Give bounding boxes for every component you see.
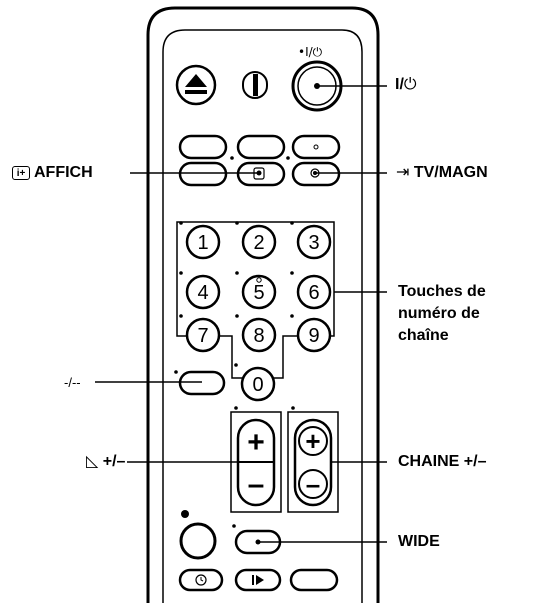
tv-magn-label: ⇥ TV/MAGN xyxy=(396,163,488,183)
digit-label: 8 xyxy=(253,325,264,347)
digit-button-2[interactable] xyxy=(241,224,277,260)
chaine-plus-symbol: + xyxy=(305,426,320,456)
oval-button-1[interactable] xyxy=(178,134,228,160)
volume-minus-symbol: – xyxy=(248,468,265,501)
digit-label: 3 xyxy=(308,232,319,254)
input-switch-icon: ⇥ xyxy=(396,164,410,181)
remote-inner-panel xyxy=(162,29,363,603)
record-button[interactable] xyxy=(179,522,217,560)
oval-button-2[interactable] xyxy=(236,134,286,160)
digit-button-7[interactable] xyxy=(185,317,221,353)
digit-button-0[interactable] xyxy=(240,366,276,402)
digit-label: 7 xyxy=(197,325,208,347)
digit-buttons: 1 2 3 4 5 6 7 8 9 0 xyxy=(179,221,332,402)
digit-label: 5 xyxy=(253,282,264,304)
indicator-dot xyxy=(179,314,183,318)
indicator-dot xyxy=(235,314,239,318)
digit-button-4[interactable] xyxy=(185,274,221,310)
dash-label: -/-- xyxy=(64,375,81,390)
oval-button-3[interactable] xyxy=(291,134,341,160)
digit-button-9[interactable] xyxy=(296,317,332,353)
touches-label: Touches de numéro de chaîne xyxy=(398,283,486,344)
digit-label: 2 xyxy=(253,232,264,254)
affich-button[interactable] xyxy=(236,161,286,187)
digit-button-3[interactable] xyxy=(296,224,332,260)
remote-body xyxy=(146,6,380,603)
wide-label: WIDE xyxy=(398,533,440,550)
chaine-label: CHAINE +/– xyxy=(398,453,487,470)
volume-icon: ◺ xyxy=(86,453,99,470)
oval-button-4[interactable] xyxy=(178,161,228,187)
bottom-oval-button[interactable] xyxy=(289,568,339,592)
indicator-dot xyxy=(234,363,238,367)
tv-magn-button[interactable] xyxy=(291,161,341,187)
digit-label: 4 xyxy=(197,282,208,304)
tv-magn-label-text: TV/MAGN xyxy=(413,164,488,181)
digit-button-8[interactable] xyxy=(241,317,277,353)
digit-label: 1 xyxy=(197,232,208,254)
digit-button-6[interactable] xyxy=(296,274,332,310)
leader-lines xyxy=(95,85,387,543)
digit-label: 0 xyxy=(252,374,263,396)
play-button[interactable] xyxy=(234,568,282,592)
indicator-dot xyxy=(290,314,294,318)
digit-button-5[interactable] xyxy=(241,274,277,310)
indicator-dot xyxy=(235,221,239,225)
volume-label-text: +/– xyxy=(102,453,126,470)
volume-plus-symbol: + xyxy=(247,426,265,459)
indicator-dot xyxy=(179,221,183,225)
chaine-rocker[interactable] xyxy=(293,418,333,507)
indicator-dot xyxy=(235,271,239,275)
volume-rocker[interactable] xyxy=(236,418,276,507)
indicator-dot xyxy=(290,271,294,275)
volume-label: ◺ +/– xyxy=(86,452,125,472)
digit-label: 6 xyxy=(308,282,319,304)
dash-button[interactable] xyxy=(178,370,226,396)
indicator-dot xyxy=(179,271,183,275)
digit-label: 9 xyxy=(308,325,319,347)
switch-button[interactable] xyxy=(242,71,268,99)
power-label: I/⏻ xyxy=(395,75,417,95)
affich-label: i+ AFFICH xyxy=(12,163,93,183)
timer-button[interactable] xyxy=(178,568,224,592)
chaine-minus-symbol: – xyxy=(306,469,320,499)
eject-button[interactable] xyxy=(175,64,217,106)
affich-label-text: AFFICH xyxy=(34,164,93,181)
digit-button-1[interactable] xyxy=(185,224,221,260)
power-label-prefix: I/ xyxy=(395,76,404,93)
indicator-dot xyxy=(290,221,294,225)
power-mark: •I/⏻ xyxy=(298,45,323,59)
info-plus-icon: i+ xyxy=(12,165,30,180)
tactile-dot xyxy=(256,277,262,283)
power-symbol-icon: ⏻ xyxy=(403,76,417,93)
